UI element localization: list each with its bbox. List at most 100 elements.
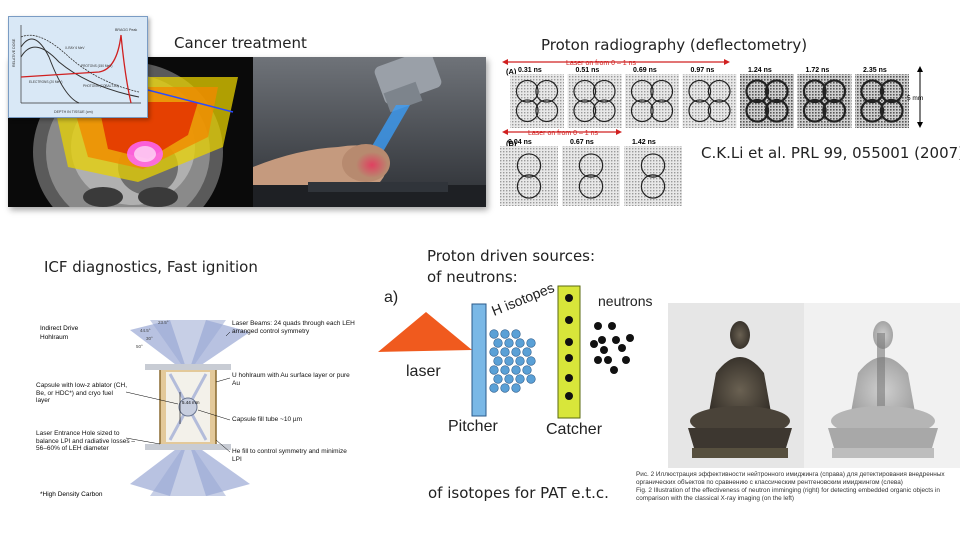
citation-caption: C.K.Li et al. PRL 99, 055001 (2007) — [701, 144, 960, 162]
plasma-bubble — [688, 99, 712, 123]
plasma-bubble — [578, 174, 604, 199]
angle-label: 23.5° — [158, 320, 169, 325]
plasma-bubble — [573, 79, 597, 103]
neutron-particle — [622, 356, 630, 364]
angle-label: 30° — [146, 336, 153, 341]
plasma-bubble — [650, 99, 674, 123]
neutron-particle — [612, 336, 620, 344]
scale-bar-label: 5 mm — [907, 95, 923, 102]
radiograph-frame — [562, 146, 620, 206]
neutron-particle — [604, 356, 612, 364]
neutron-particle — [594, 322, 602, 330]
catcher-target — [557, 285, 581, 419]
icf-title-line1: Indirect Drive — [40, 325, 79, 332]
plasma-bubble — [592, 99, 616, 123]
radiograph-time-label: 1.24 ns — [748, 67, 772, 74]
neutron-sources-caption-1: Proton driven sources: — [427, 247, 596, 265]
isotope-particle — [515, 374, 525, 384]
neutron-particle — [565, 294, 573, 302]
isotope-particle — [522, 347, 532, 357]
row-b-label: (B) — [506, 139, 517, 148]
radiograph-frame — [510, 74, 564, 128]
radiograph-time-label: 0.31 ns — [518, 67, 542, 74]
plasma-bubble — [630, 79, 654, 103]
neutron-imaging-comparison-image — [668, 303, 960, 468]
plasma-bubble — [516, 174, 542, 199]
plasma-bubble — [860, 79, 885, 104]
isotope-particle — [504, 374, 514, 384]
dose-chart-ylabel: RELATIVE DOSE — [12, 38, 16, 67]
h-isotopes-label: H isotopes — [489, 279, 556, 319]
radiograph-time-label: 0.69 ns — [633, 67, 657, 74]
icf-fill-label: He fill to control symmetry and minimize… — [232, 448, 347, 463]
dose-chart-xlabel: DEPTH IN TISSUE (cm) — [54, 110, 93, 114]
isotope-particle — [493, 374, 503, 384]
neutron-particle — [565, 392, 573, 400]
plasma-bubble — [745, 98, 770, 123]
plasma-bubble — [879, 79, 904, 104]
plasma-bubble — [640, 174, 666, 199]
plasma-bubble — [650, 79, 674, 103]
radiograph-time-label: 1.42 ns — [632, 139, 656, 146]
neutron-particle — [618, 344, 626, 352]
icf-fill-tube-label: Capsule fill tube ~10 µm — [232, 416, 303, 423]
isotope-particle — [489, 329, 499, 339]
icf-hohlraum-diagram: 5.44 mm 23.5° 44.5° 30° 50° Indirect Dri… — [30, 312, 360, 502]
isotope-particle — [511, 329, 521, 339]
radiograph-frame — [567, 74, 622, 128]
plasma-bubble — [707, 99, 731, 123]
row-a-laser-label: Laser on from 0 – 1 ns — [566, 60, 637, 67]
angle-label: 44.5° — [140, 328, 151, 333]
radiograph-time-label: 0.04 ns — [508, 139, 532, 146]
isotope-particle — [511, 365, 521, 375]
plasma-bubble — [535, 79, 559, 103]
isotope-particle — [504, 338, 514, 348]
isotope-particle — [500, 347, 510, 357]
neutron-particle — [565, 338, 573, 346]
laser-label: laser — [406, 363, 441, 380]
icf-footnote: *High Density Carbon — [40, 491, 103, 498]
isotope-particle — [489, 383, 499, 393]
isotope-particle — [493, 338, 503, 348]
neutron-sources-caption-2: of neutrons: — [427, 268, 518, 286]
pitcher-label: Pitcher — [448, 418, 498, 435]
neutron-particle — [590, 340, 598, 348]
isotope-particle — [526, 374, 536, 384]
plasma-bubble — [688, 79, 712, 103]
icf-title-line2: Hohlraum — [40, 334, 68, 341]
figure-caption: Рис. 2 Иллюстрация эффективности нейтрон… — [636, 471, 960, 503]
neutron-particle — [598, 336, 606, 344]
radiograph-frame — [797, 74, 852, 128]
isotope-particle — [511, 383, 521, 393]
plasma-bubble — [802, 79, 827, 104]
photon-label-2: PHOTONS (COBALT-60) — [83, 84, 119, 88]
panel-label-a: a) — [384, 289, 398, 306]
row-a-label: (A) — [506, 67, 517, 76]
isotope-particle — [526, 338, 536, 348]
isotope-particle — [511, 347, 521, 357]
radiograph-time-label: 2.35 ns — [863, 67, 887, 74]
isotope-particle — [515, 338, 525, 348]
icf-leh-label: Laser Entrance Hole sized to balance LPI… — [36, 430, 136, 452]
radiograph-frame — [740, 74, 794, 128]
icf-size-label: 5.44 mm — [182, 400, 200, 405]
isotope-particle — [500, 365, 510, 375]
row-b-laser-label: Laser on from 0 – 1 ns — [528, 130, 599, 137]
neutron-particle — [626, 334, 634, 342]
figure-caption-en: Fig. 2 Illustration of the effectiveness… — [636, 487, 940, 502]
plasma-bubble — [822, 79, 847, 104]
neutron-particle — [565, 354, 573, 362]
laser-beam-shape — [378, 312, 472, 352]
cancer-treatment-caption: Cancer treatment — [174, 34, 307, 52]
plasma-bubble — [630, 99, 654, 123]
neutron-particle — [600, 346, 608, 354]
icf-caption: ICF diagnostics, Fast ignition — [44, 258, 258, 276]
plasma-bubble — [764, 98, 789, 123]
neutron-particle — [565, 316, 573, 324]
neutrons-label: neutrons — [598, 293, 652, 309]
radiograph-frame — [682, 74, 737, 128]
isotope-particle — [500, 329, 510, 339]
isotope-particle — [489, 347, 499, 357]
proton-label: PROTONS (150 MeV) — [81, 64, 112, 68]
